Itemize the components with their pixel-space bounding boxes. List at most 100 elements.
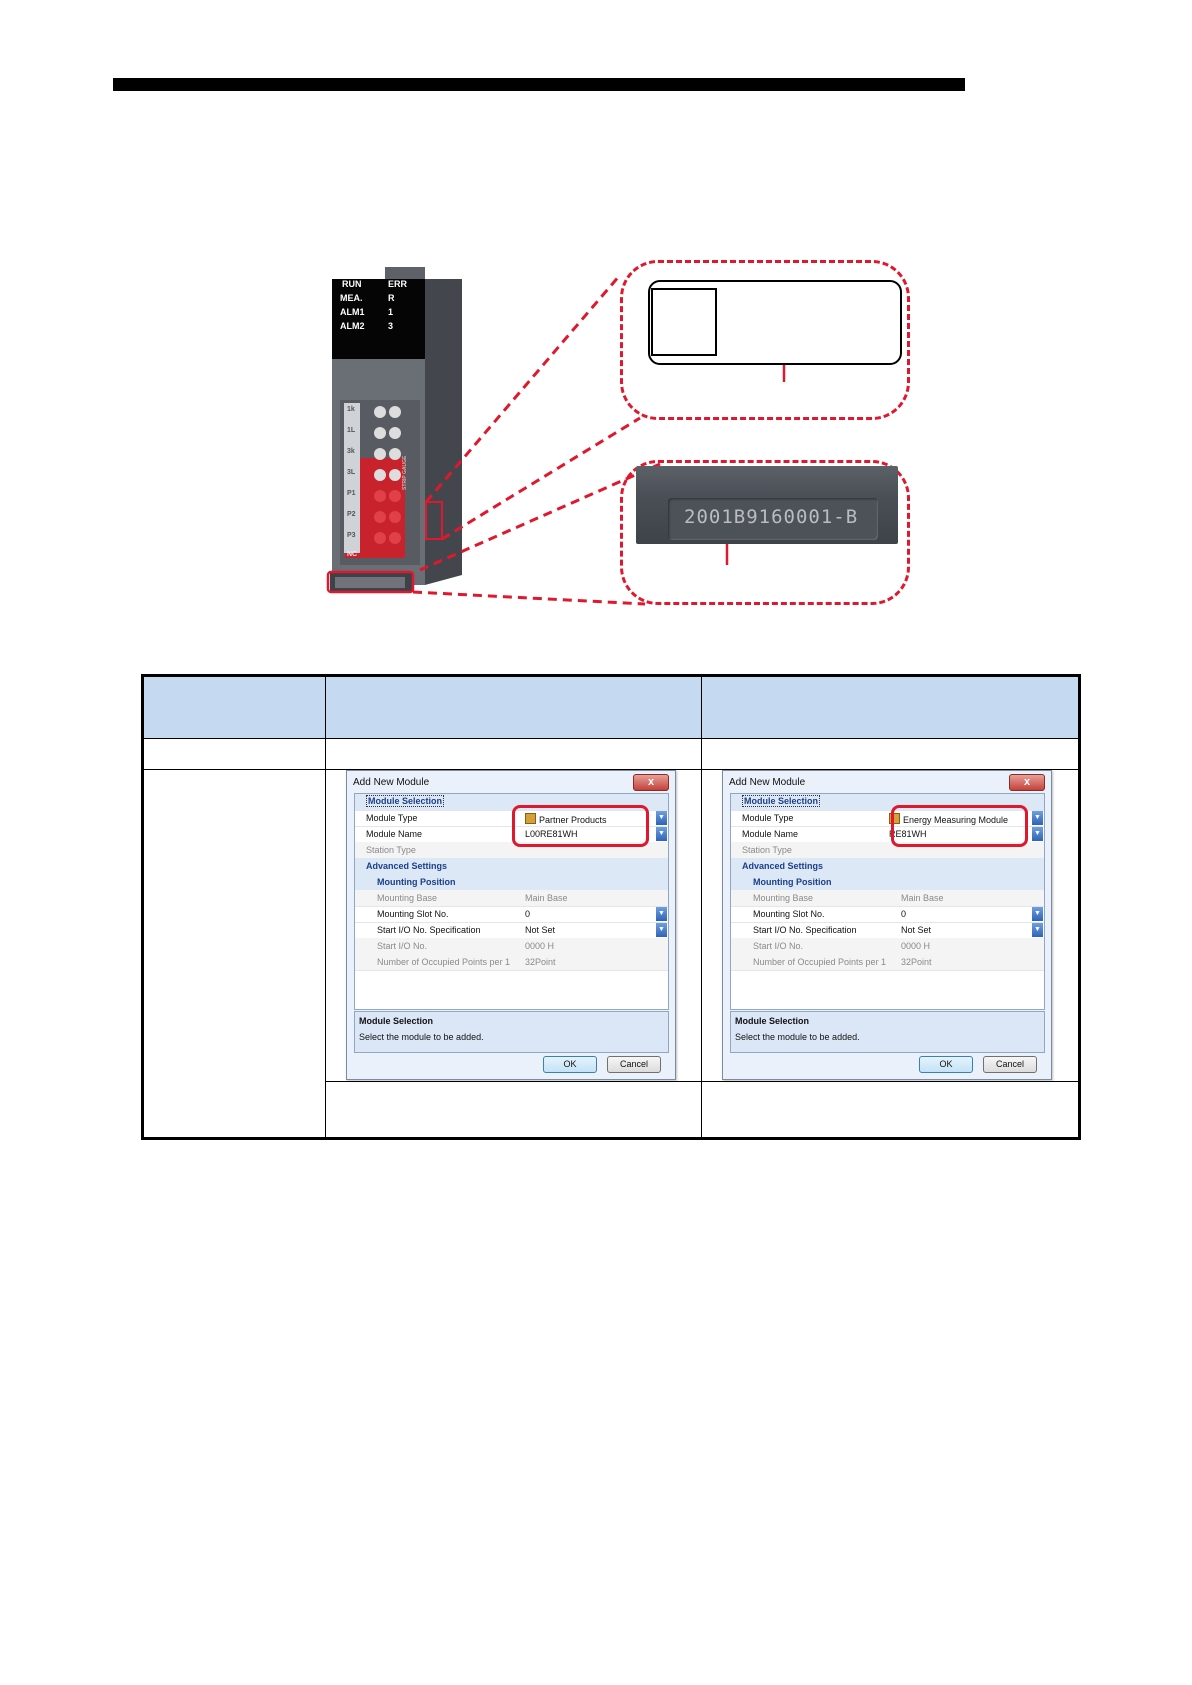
module-type-row[interactable]: Module Type Partner Products ▼ bbox=[355, 810, 668, 827]
section-mounting-position[interactable]: Mounting Position bbox=[355, 874, 668, 891]
value-text: Energy Measuring Module bbox=[903, 815, 1009, 825]
callout-lines bbox=[326, 267, 797, 606]
terminal-label: 3k bbox=[347, 448, 355, 455]
chevron-down-icon[interactable]: ▼ bbox=[1032, 811, 1043, 825]
row-label: Station Type bbox=[742, 845, 792, 855]
module-type-value: Partner Products bbox=[525, 813, 607, 825]
rating-plate-box bbox=[651, 288, 717, 356]
row-value: 0000 H bbox=[901, 941, 931, 951]
row-label: Start I/O No. bbox=[753, 941, 804, 951]
rating-pointer-circle bbox=[771, 323, 797, 349]
section-advanced-settings[interactable]: Advanced Settings bbox=[355, 858, 668, 875]
table-header-row bbox=[142, 675, 1080, 739]
chevron-down-icon[interactable]: ▼ bbox=[656, 827, 667, 841]
row-label: Mounting Base bbox=[753, 893, 814, 903]
start-io-spec-row[interactable]: Start I/O No. Specification Not Set ▼ bbox=[731, 922, 1044, 939]
table-row bbox=[142, 738, 1080, 770]
module-name-value: L00RE81WH bbox=[525, 829, 578, 839]
section-label: Module Selection bbox=[742, 795, 821, 807]
section-label: Mounting Position bbox=[753, 877, 832, 887]
chevron-down-icon[interactable]: ▼ bbox=[656, 811, 667, 825]
description-panel: Module Selection Select the module to be… bbox=[730, 1011, 1045, 1053]
header-cell-item bbox=[142, 675, 326, 739]
package-icon bbox=[889, 813, 900, 824]
ok-button[interactable]: OK bbox=[543, 1056, 597, 1073]
strip-gauge-label: STRIP GAUGE bbox=[402, 455, 408, 490]
serial-pointer-circle bbox=[713, 503, 741, 531]
package-icon bbox=[525, 813, 536, 824]
mounting-slot-row[interactable]: Mounting Slot No.0▼ bbox=[355, 906, 668, 923]
led-label: RUN bbox=[342, 279, 362, 289]
led-label: ERR bbox=[388, 279, 408, 289]
start-io-row: Start I/O No. 0000 H bbox=[355, 938, 668, 955]
table-cell bbox=[701, 1081, 1080, 1139]
row-label: Mounting Slot No. bbox=[377, 909, 449, 919]
settings-grid: Module Selection Module Type Energy Meas… bbox=[730, 793, 1045, 1010]
row-label: Module Name bbox=[366, 829, 423, 839]
row-label: Start I/O No. Specification bbox=[753, 925, 857, 935]
row-value: 32Point bbox=[901, 957, 932, 967]
table-cell bbox=[142, 738, 326, 770]
chevron-down-icon[interactable]: ▼ bbox=[1032, 827, 1043, 841]
rating-label-highlight bbox=[425, 501, 443, 540]
led-label: ALM1 bbox=[340, 307, 365, 317]
row-value: Not Set bbox=[901, 925, 932, 935]
row-value: Main Base bbox=[901, 893, 944, 903]
value-text: Partner Products bbox=[539, 815, 607, 825]
close-button[interactable]: x bbox=[1009, 774, 1045, 791]
table-cell bbox=[701, 738, 1080, 770]
row-value: Main Base bbox=[525, 893, 568, 903]
row-value: Not Set bbox=[525, 925, 556, 935]
terminal-label: 1L bbox=[347, 427, 356, 434]
row-label: Start I/O No. bbox=[377, 941, 428, 951]
section-label: Advanced Settings bbox=[742, 861, 824, 871]
product-figure: RE81WH RUN ERR MEA. R ALM1 1 ALM2 3 1k 1… bbox=[0, 0, 1192, 620]
terminal-label: P3 bbox=[347, 532, 356, 539]
description-heading: Module Selection bbox=[735, 1016, 810, 1026]
terminal-label: NC bbox=[347, 551, 358, 558]
dialog-title: Add New Module bbox=[729, 777, 806, 788]
serial-recess bbox=[668, 498, 878, 540]
mounting-slot-row[interactable]: Mounting Slot No.0▼ bbox=[731, 906, 1044, 923]
row-label: Mounting Base bbox=[377, 893, 438, 903]
settings-grid: Module Selection Module Type Partner Pro… bbox=[354, 793, 669, 1010]
module-type-value: Energy Measuring Module bbox=[889, 813, 1008, 825]
row-value: 32Point bbox=[525, 957, 556, 967]
section-mounting-position[interactable]: Mounting Position bbox=[731, 874, 1044, 891]
section-label: Mounting Position bbox=[377, 877, 456, 887]
row-value: 0000 H bbox=[525, 941, 555, 951]
chevron-down-icon[interactable]: ▼ bbox=[656, 907, 667, 921]
serial-highlight bbox=[326, 570, 415, 594]
ok-button[interactable]: OK bbox=[919, 1056, 973, 1073]
chevron-down-icon[interactable]: ▼ bbox=[656, 923, 667, 937]
chevron-down-icon[interactable]: ▼ bbox=[1032, 923, 1043, 937]
module-type-row[interactable]: Module Type Energy Measuring Module ▼ bbox=[731, 810, 1044, 827]
start-io-row: Start I/O No. 0000 H bbox=[731, 938, 1044, 955]
module-name-value: RE81WH bbox=[889, 829, 927, 839]
close-button[interactable]: x bbox=[633, 774, 669, 791]
header-cell-col1 bbox=[325, 675, 702, 739]
section-title-bar bbox=[113, 78, 965, 91]
chevron-down-icon[interactable]: ▼ bbox=[1032, 907, 1043, 921]
section-advanced-settings[interactable]: Advanced Settings bbox=[731, 858, 1044, 875]
cancel-button[interactable]: Cancel bbox=[607, 1056, 661, 1073]
terminal-label: 1k bbox=[347, 406, 355, 413]
led-label: 3 bbox=[388, 321, 394, 331]
rating-plate-callout bbox=[620, 260, 910, 420]
table-cell bbox=[325, 738, 702, 770]
row-label: Number of Occupied Points per 1 bbox=[377, 957, 511, 967]
row-label: Module Type bbox=[366, 813, 418, 823]
serial-callout bbox=[620, 460, 910, 605]
terminal-label: P1 bbox=[347, 490, 356, 497]
terminal-screws bbox=[344, 403, 401, 553]
led-label: ALM2 bbox=[340, 321, 365, 331]
table-cell bbox=[325, 1081, 702, 1139]
led-label: MEA. bbox=[340, 293, 363, 303]
module-body bbox=[330, 267, 462, 591]
mounting-base-row: Mounting Base Main Base bbox=[731, 890, 1044, 907]
led-label: R bbox=[388, 293, 395, 303]
serial-plate-photo: 2001B9160001-B bbox=[636, 466, 898, 544]
cancel-button[interactable]: Cancel bbox=[983, 1056, 1037, 1073]
